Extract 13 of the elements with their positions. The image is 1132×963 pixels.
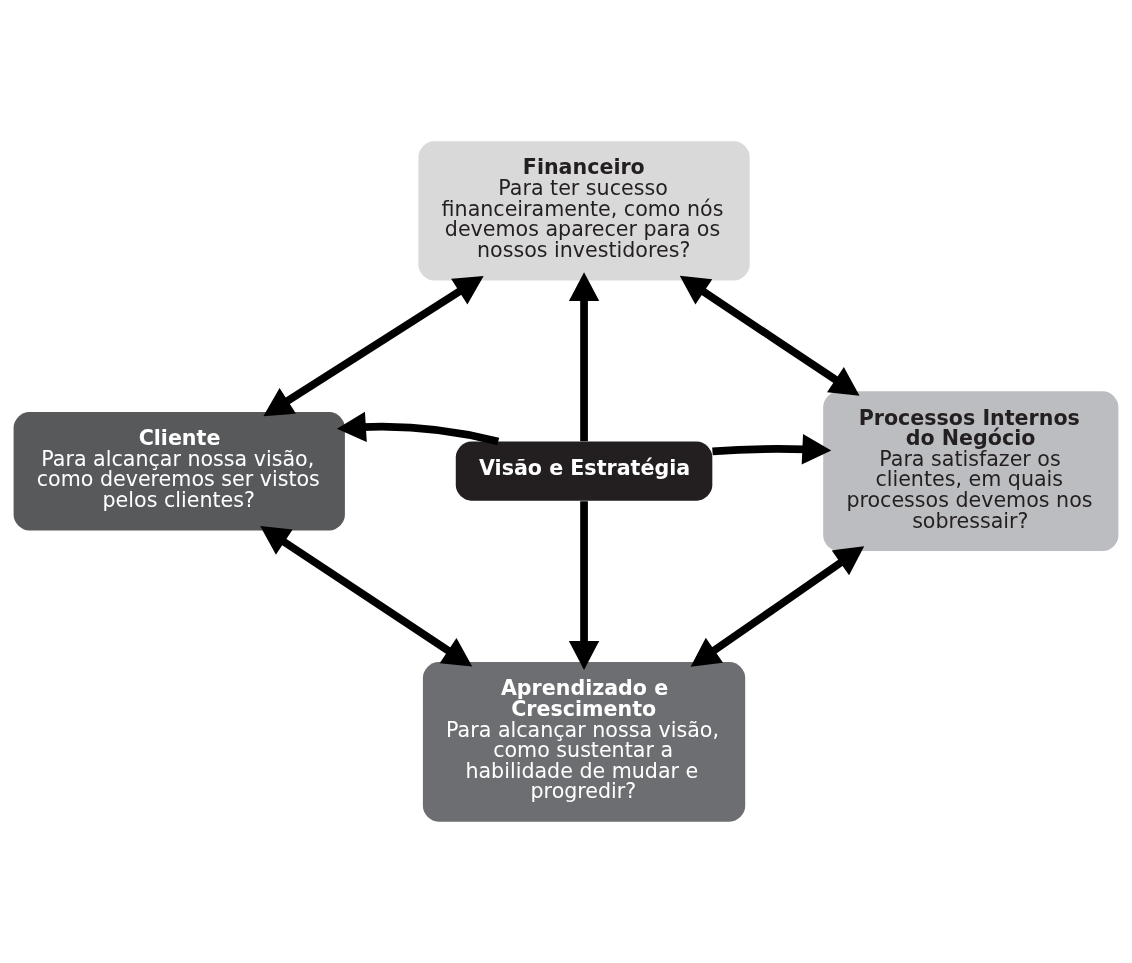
node-box: Cliente Para alcançar nossa visão, como deveremos ser vistos pelos clientes? xyxy=(13,411,345,531)
arrow xyxy=(568,272,600,442)
node-box: Financeiro Para ter sucesso financeiramente, como nós devemos aparecer para os nossos investidores? xyxy=(418,141,750,281)
node-box: Aprendizado e Crescimento Para alcançar nossa visão, como sustentar a habilidade de mudar e progredir? xyxy=(422,662,746,822)
arrow xyxy=(712,434,832,465)
arrow xyxy=(679,275,860,396)
arrow xyxy=(336,411,500,446)
node-box: Processos Internos do Negócio Para satisfazer os clientes, em quais processos devemos nos sobressair? xyxy=(823,391,1119,552)
arrow xyxy=(568,501,600,670)
node-box: Visão e Estratégia xyxy=(455,441,713,501)
arrow xyxy=(690,546,865,667)
arrow xyxy=(260,526,473,667)
arrow xyxy=(263,276,484,417)
